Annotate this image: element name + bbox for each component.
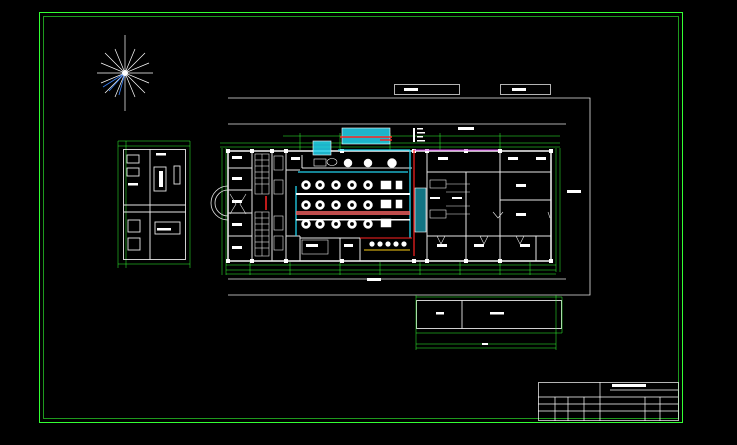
site-boundary <box>228 97 591 296</box>
drawing-frame <box>39 12 683 423</box>
top-label-boxes <box>394 84 551 95</box>
main-floor-plan <box>210 127 561 275</box>
left-floor-plan <box>117 140 191 268</box>
north-arrow-icon <box>97 35 153 111</box>
lower-sub-plan <box>415 295 563 350</box>
title-block <box>538 382 679 421</box>
